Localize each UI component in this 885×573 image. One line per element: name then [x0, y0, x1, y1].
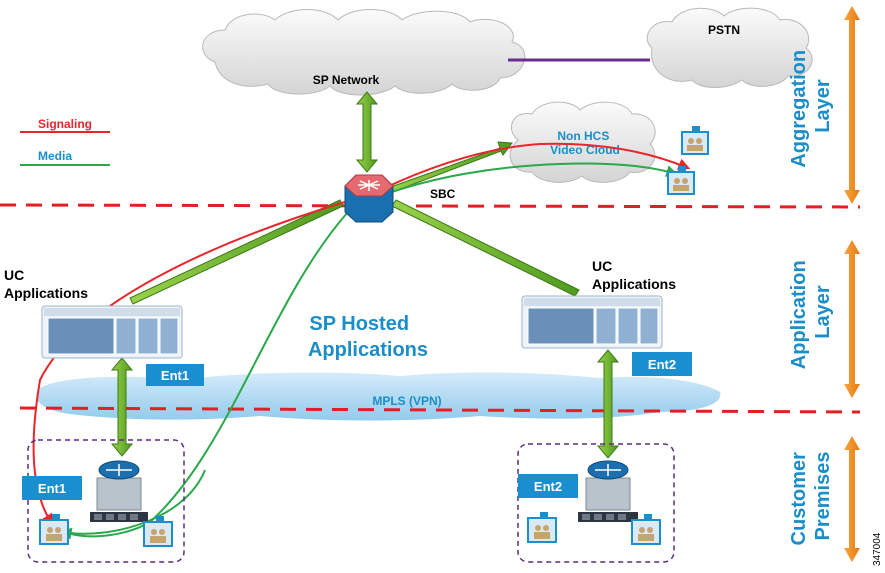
customer-premises-arrow [844, 436, 860, 562]
sp-network-cloud: SP Network [202, 9, 526, 96]
ent1-dc-label: Ent1 [161, 368, 189, 383]
mpls-label: MPLS (VPN) [372, 394, 441, 408]
ent1-premise-badge: Ent1 [22, 476, 82, 500]
video-endpoint-icon [39, 514, 69, 545]
ent1-premise-label: Ent1 [38, 481, 66, 496]
ent2-premise-box [517, 443, 675, 563]
video-endpoint-icon [681, 126, 709, 155]
ent2-premise-router-icon [578, 460, 638, 522]
ent2-dc-premise-arrow [596, 349, 620, 459]
sbc-label: SBC [430, 187, 456, 201]
ent2-dc-label: Ent2 [648, 357, 676, 372]
mpls-cloud: MPLS (VPN) [36, 372, 721, 421]
aggregation-layer-label: Aggregation Layer [788, 44, 834, 167]
application-layer-label: Application Layer [788, 255, 834, 369]
application-separator [19, 406, 861, 414]
sbc-uc-right-link [391, 199, 580, 297]
video-endpoint-icon [631, 514, 661, 545]
ent1-dc-badge: Ent1 [146, 364, 204, 386]
aggregation-separator [0, 203, 861, 209]
legend-signaling-label: Signaling [38, 117, 92, 131]
ent1-premise-box [27, 439, 185, 563]
sbc-uc-left-link [129, 199, 344, 305]
legend: Signaling Media [20, 117, 110, 166]
uc-applications-left-label: UC Applications [4, 267, 88, 301]
uc-server-rack-left [41, 305, 183, 359]
sbc-router-icon [344, 174, 394, 223]
aggregation-layer-arrow [844, 6, 860, 204]
legend-media-label: Media [38, 149, 72, 163]
non-hcs-video-cloud: Non HCS Video Cloud [509, 101, 656, 183]
uc-server-rack-right [521, 295, 663, 349]
customer-premises-label: Customer Premises [788, 447, 834, 546]
sp-network-sbc-arrow [355, 91, 379, 173]
ent1-dc-premise-arrow [110, 357, 134, 457]
application-layer-arrow [844, 240, 860, 398]
media-flow-sbc-to-video [369, 162, 679, 201]
video-endpoint-icon [667, 166, 695, 195]
ent2-dc-badge: Ent2 [632, 352, 692, 376]
video-endpoint-icon [143, 516, 173, 547]
signaling-flow-uc-to-video [367, 142, 691, 197]
ent2-premise-label: Ent2 [534, 479, 562, 494]
figure-id: 347004 [872, 532, 883, 566]
pstn-label: PSTN [708, 23, 740, 37]
video-endpoint-icon [527, 512, 557, 543]
sp-network-label: SP Network [313, 73, 380, 87]
uc-applications-right-label: UC Applications [592, 258, 676, 292]
pstn-cloud: PSTN [646, 7, 813, 88]
sp-hosted-label: SP Hosted Applications [308, 313, 428, 361]
ent2-premise-badge: Ent2 [518, 474, 578, 498]
ent1-premise-router-icon [90, 460, 148, 522]
